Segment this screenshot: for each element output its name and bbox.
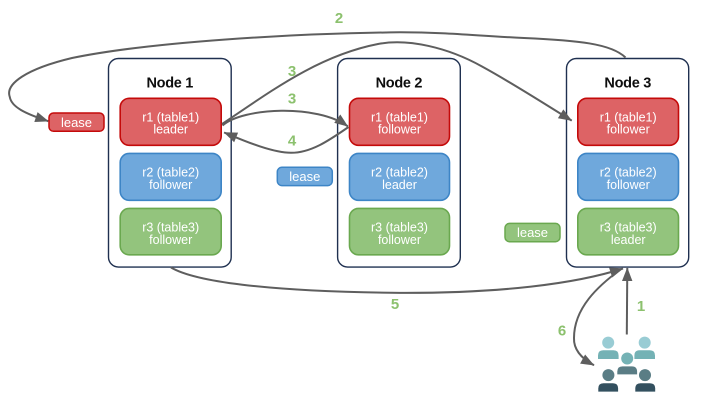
svg-text:follower: follower	[378, 123, 421, 137]
svg-text:r3 (table3): r3 (table3)	[371, 220, 428, 234]
svg-text:r1 (table1): r1 (table1)	[600, 110, 657, 124]
svg-text:follower: follower	[607, 178, 650, 192]
svg-text:follower: follower	[607, 123, 650, 137]
svg-text:1: 1	[637, 298, 645, 315]
svg-text:lease: lease	[289, 169, 320, 184]
svg-text:leader: leader	[382, 178, 417, 192]
svg-text:Node 1: Node 1	[147, 75, 194, 91]
svg-text:leader: leader	[611, 233, 646, 247]
svg-text:5: 5	[391, 296, 399, 313]
svg-text:r2 (table2): r2 (table2)	[600, 165, 657, 179]
svg-text:Node 3: Node 3	[604, 75, 651, 91]
svg-text:lease: lease	[517, 225, 548, 240]
svg-text:r1 (table1): r1 (table1)	[142, 110, 199, 124]
svg-text:3: 3	[288, 63, 296, 80]
svg-text:r2 (table2): r2 (table2)	[142, 165, 199, 179]
svg-text:2: 2	[335, 10, 343, 27]
svg-text:lease: lease	[61, 115, 92, 130]
svg-text:leader: leader	[153, 123, 188, 137]
svg-text:Node 2: Node 2	[376, 75, 423, 91]
svg-text:6: 6	[558, 323, 566, 340]
svg-text:follower: follower	[149, 233, 192, 247]
svg-text:follower: follower	[149, 178, 192, 192]
svg-text:follower: follower	[378, 233, 421, 247]
svg-text:3: 3	[288, 91, 296, 108]
svg-text:r2 (table2): r2 (table2)	[371, 165, 428, 179]
svg-text:r3 (table3): r3 (table3)	[142, 220, 199, 234]
svg-text:r3 (table3): r3 (table3)	[600, 220, 657, 234]
svg-text:4: 4	[288, 133, 297, 150]
svg-text:r1 (table1): r1 (table1)	[371, 110, 428, 124]
